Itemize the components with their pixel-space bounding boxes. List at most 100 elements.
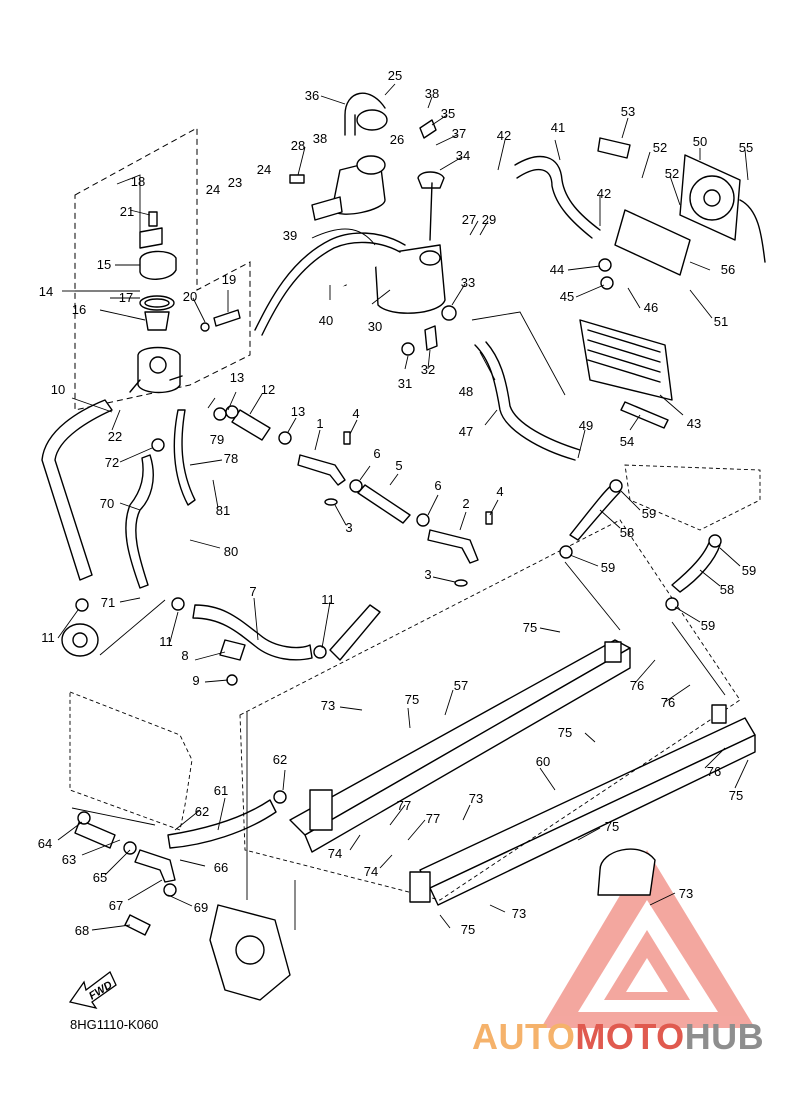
callout-74: 74: [328, 846, 342, 861]
callout-76-3: 76: [707, 764, 721, 779]
callout-61: 61: [214, 783, 228, 798]
callout-36: 36: [305, 88, 319, 103]
callout-30: 30: [368, 319, 382, 334]
callout-4-2: 4: [496, 484, 503, 499]
callout-20: 20: [183, 289, 197, 304]
callout-42: 42: [497, 128, 511, 143]
callout-80: 80: [224, 544, 238, 559]
callout-43: 43: [687, 416, 701, 431]
callout-18: 18: [131, 174, 145, 189]
callout-75-2: 75: [405, 692, 419, 707]
callout-13: 13: [230, 370, 244, 385]
callout-75-3: 75: [558, 725, 572, 740]
fwd-arrow: FWD: [68, 970, 117, 1010]
callout-37: 37: [452, 126, 466, 141]
callout-21: 21: [120, 204, 134, 219]
left-hose-parts: [41, 399, 381, 686]
callout-50: 50: [693, 134, 707, 149]
callout-71: 71: [101, 595, 115, 610]
callout-78: 78: [224, 451, 238, 466]
callout-17: 17: [119, 290, 133, 305]
callout-76-2: 76: [661, 695, 675, 710]
callout-12: 12: [261, 382, 275, 397]
callout-79: 79: [210, 432, 224, 447]
callout-2: 2: [462, 496, 469, 511]
callout-1: 1: [316, 416, 323, 431]
callout-15: 15: [97, 257, 111, 272]
callout-53: 53: [621, 104, 635, 119]
callout-6-2: 6: [434, 478, 441, 493]
callout-76: 76: [630, 678, 644, 693]
callout-16: 16: [72, 302, 86, 317]
callout-23: 23: [228, 175, 242, 190]
thermostat-parts: [129, 211, 241, 394]
callout-13-2: 13: [291, 404, 305, 419]
callout-62-2: 62: [195, 804, 209, 819]
callout-52-2: 52: [665, 166, 679, 181]
callout-62: 62: [273, 752, 287, 767]
callout-47: 47: [459, 424, 473, 439]
callout-57: 57: [454, 678, 468, 693]
callout-29: 29: [482, 212, 496, 227]
callout-69: 69: [194, 900, 208, 915]
callout-59-4: 59: [701, 618, 715, 633]
callout-73-4: 73: [679, 886, 693, 901]
callout-73: 73: [321, 698, 335, 713]
callout-66: 66: [214, 860, 228, 875]
callout-73-3: 73: [512, 906, 526, 921]
callout-6: 6: [373, 446, 380, 461]
callout-67: 67: [109, 898, 123, 913]
callout-14: 14: [39, 284, 53, 299]
callout-75: 75: [523, 620, 537, 635]
callout-8: 8: [181, 648, 188, 663]
callout-77-2: 77: [426, 811, 440, 826]
callout-9: 9: [192, 673, 199, 688]
callout-54: 54: [620, 434, 634, 449]
callout-73-2: 73: [469, 791, 483, 806]
callout-38-2: 38: [425, 86, 439, 101]
leader-lines: [57, 83, 749, 931]
callout-5: 5: [395, 458, 402, 473]
callout-19: 19: [222, 272, 236, 287]
callout-3: 3: [345, 520, 352, 535]
callout-58: 58: [620, 525, 634, 540]
watermark-logo: [541, 850, 755, 1028]
callout-24: 24: [206, 182, 220, 197]
watermark-part3: HUB: [684, 1016, 765, 1057]
callout-60: 60: [536, 754, 550, 769]
callout-39: 39: [283, 228, 297, 243]
callout-40: 40: [319, 313, 333, 328]
callout-63: 63: [62, 852, 76, 867]
reservoir-parts: [254, 92, 457, 356]
callout-45: 45: [560, 289, 574, 304]
callout-51: 51: [714, 314, 728, 329]
watermark-part2: MOTO: [575, 1016, 685, 1057]
callout-22: 22: [108, 429, 122, 444]
callout-11-2: 11: [159, 634, 173, 649]
watermark-text: AUTOMOTOHUB: [472, 1016, 764, 1058]
callout-38: 38: [313, 131, 327, 146]
callout-4: 4: [352, 406, 359, 421]
callout-56: 56: [721, 262, 735, 277]
callout-7: 7: [249, 584, 256, 599]
callout-11-3: 11: [321, 592, 335, 607]
callout-48: 48: [459, 384, 473, 399]
callout-41: 41: [551, 120, 565, 135]
callout-28: 28: [291, 138, 305, 153]
callout-52: 52: [653, 140, 667, 155]
lower-right-parts: [239, 464, 761, 906]
callout-58-2: 58: [720, 582, 734, 597]
callout-11: 11: [41, 630, 55, 645]
callout-49: 49: [579, 418, 593, 433]
callout-27: 27: [462, 212, 476, 227]
pipe-parts: [225, 405, 493, 587]
callout-55: 55: [739, 140, 753, 155]
callout-32: 32: [421, 362, 435, 377]
callout-59: 59: [642, 506, 656, 521]
callout-72: 72: [105, 455, 119, 470]
callout-34: 34: [456, 148, 470, 163]
callout-65: 65: [93, 870, 107, 885]
callout-46: 46: [644, 300, 658, 315]
